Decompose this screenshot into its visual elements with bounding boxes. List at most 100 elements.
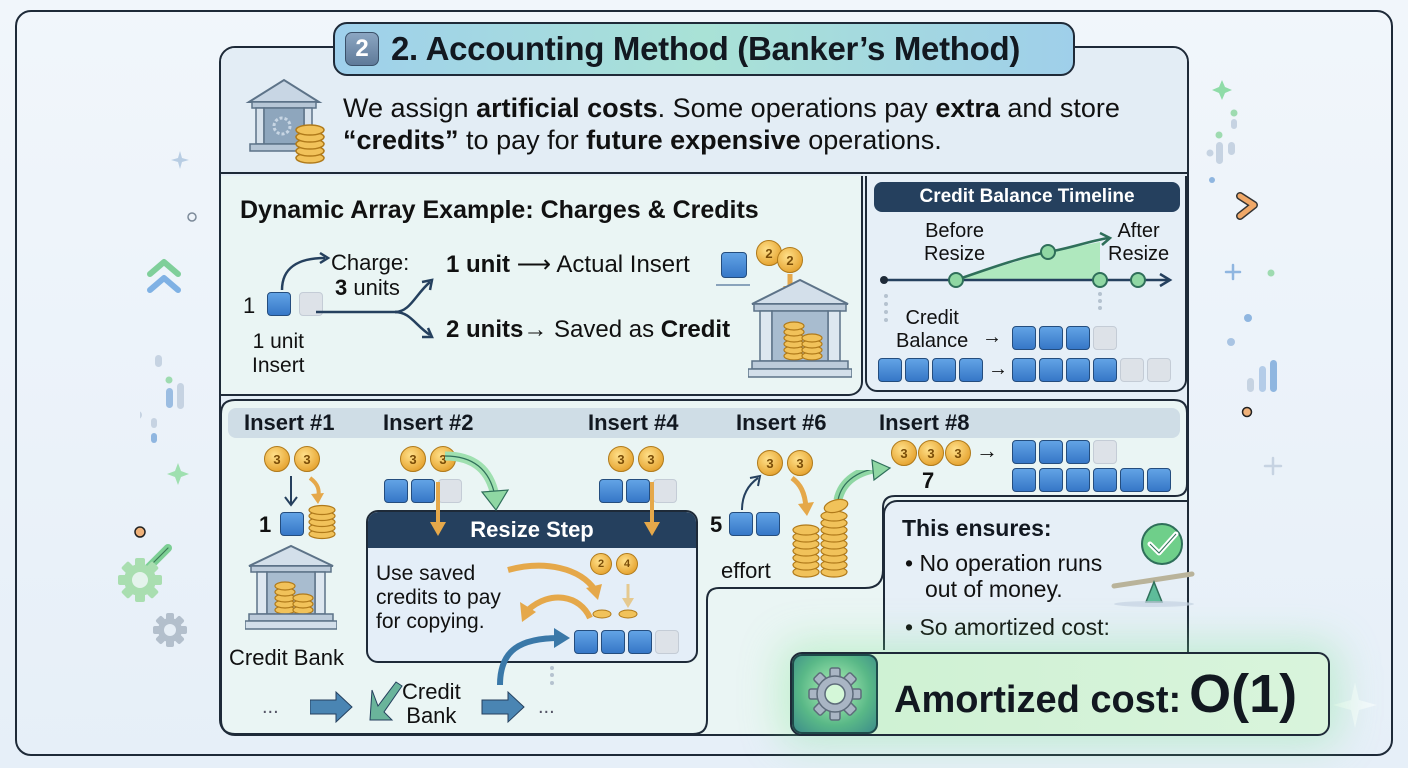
array-index: 1 xyxy=(259,512,272,537)
coin-stacks-icon xyxy=(792,498,849,578)
coin: 3 xyxy=(638,446,664,472)
resize-step-box: Resize Step Use saved credits to pay for… xyxy=(366,510,698,663)
array-cell xyxy=(601,630,625,654)
amortized-cost-text: Amortized cost:O(1) xyxy=(894,664,1298,724)
insert-label: Insert #1 xyxy=(244,410,335,435)
ensures-box xyxy=(883,500,1187,650)
resize-step-description: Use saved credits to pay for copying. xyxy=(376,562,501,633)
array-cell-empty xyxy=(653,479,677,503)
sparkle-icon xyxy=(1333,682,1377,728)
coin: 3 xyxy=(608,446,634,472)
new-array-cell-empty xyxy=(1147,358,1171,382)
array-cell xyxy=(729,512,753,536)
page-title: 2. Accounting Method (Banker’s Method) xyxy=(391,30,1021,67)
charge-flow-arrows xyxy=(280,251,434,339)
credit-coin: 2 xyxy=(777,247,803,273)
insert-underline xyxy=(716,284,750,286)
charge-label: Charge: 3 units xyxy=(331,250,410,300)
insert-label: Insert #6 xyxy=(736,410,827,435)
new-array-cell xyxy=(1093,358,1117,382)
gear-badge xyxy=(792,654,878,734)
array-cell xyxy=(628,630,652,654)
array-cell xyxy=(1066,440,1090,464)
coin: 3 xyxy=(264,446,290,472)
down-arrows xyxy=(284,476,324,507)
bank-vault-icon xyxy=(245,78,325,164)
insert-header-bar xyxy=(228,408,1180,438)
array-cell-empty xyxy=(438,479,462,503)
inserted-cell xyxy=(721,252,747,278)
arrow-icon: → xyxy=(988,358,1008,380)
coin: 3 xyxy=(757,450,783,476)
intro-line-1: We assign artificial costs. Some operati… xyxy=(343,93,1120,123)
ensures-bullet-1: • No operation runs out of money. xyxy=(905,550,1103,602)
gear-icon xyxy=(118,526,187,647)
flow-ellipsis-start: ... xyxy=(262,696,279,718)
coin: 3 xyxy=(787,450,813,476)
new-array-cell xyxy=(1066,358,1090,382)
balance-cell xyxy=(1066,326,1090,350)
array-index-label: 1 xyxy=(243,293,256,318)
branch-saved-credit: 2 units→ Saved as Credit xyxy=(446,316,731,343)
array-cell-filled xyxy=(267,292,291,316)
array-cell xyxy=(1093,468,1117,492)
new-array-cell-empty xyxy=(1120,358,1144,382)
ensures-title: This ensures: xyxy=(902,515,1052,541)
old-array-cell xyxy=(959,358,983,382)
balance-cell xyxy=(1012,326,1036,350)
array-cell xyxy=(384,479,408,503)
section-number-badge: 2 xyxy=(345,32,379,66)
effort-label: effort xyxy=(721,558,771,583)
coin: 3 xyxy=(294,446,320,472)
insert-label: Insert #8 xyxy=(879,410,970,435)
credit-bank-label: Credit Bank xyxy=(229,645,344,670)
sparkle-icon xyxy=(171,151,189,169)
example-title: Dynamic Array Example: Charges & Credits xyxy=(240,196,759,224)
old-array-cell xyxy=(878,358,902,382)
intro-description: We assign artificial costs. Some operati… xyxy=(343,92,1163,156)
resize-step-title: Resize Step xyxy=(368,512,696,548)
coin: 3 xyxy=(945,440,971,466)
intro-line-2: “credits” to pay for future expensive op… xyxy=(343,125,942,155)
ensures-bullet-2: • So amortized cost: xyxy=(905,614,1110,640)
coin-stack-icon xyxy=(308,504,336,540)
array-cell xyxy=(1147,468,1171,492)
array-cell-empty xyxy=(655,630,679,654)
resize-arrows xyxy=(430,451,660,536)
flow-arrows xyxy=(310,681,525,724)
array-cell xyxy=(1012,440,1036,464)
timeline-title: Credit Balance Timeline xyxy=(874,182,1180,212)
right-decorations xyxy=(1206,80,1283,476)
double-chevron-up-icon xyxy=(147,259,181,293)
old-array-cell xyxy=(905,358,929,382)
check-balance-icon xyxy=(1111,523,1195,607)
amortized-cost-value: O(1) xyxy=(1189,664,1298,724)
steps-panel-border xyxy=(220,399,1188,735)
array-cell-empty xyxy=(1093,440,1117,464)
coin: 3 xyxy=(918,440,944,466)
arrow-icon: → xyxy=(976,438,998,463)
array-cell xyxy=(1120,468,1144,492)
insert-label: Insert #2 xyxy=(383,410,474,435)
coin: 4 xyxy=(616,553,638,575)
green-arrowhead xyxy=(871,459,892,482)
insert-caption: 1 unit Insert xyxy=(252,330,305,377)
coin: 3 xyxy=(400,446,426,472)
flow-ellipsis-end: ... xyxy=(538,696,555,718)
array-cell xyxy=(280,512,304,536)
curved-arrow xyxy=(497,628,570,686)
arrow-icon: → xyxy=(982,326,1002,348)
array-cell xyxy=(1066,468,1090,492)
copy-arrows xyxy=(507,562,638,622)
coin: 2 xyxy=(590,553,612,575)
array-cell xyxy=(411,479,435,503)
array-cell xyxy=(599,479,623,503)
branch-actual-insert: 1 unit ⟶ Actual Insert xyxy=(446,251,690,278)
array-cell xyxy=(574,630,598,654)
insert-label: Insert #4 xyxy=(588,410,679,435)
array-cell xyxy=(1012,468,1036,492)
